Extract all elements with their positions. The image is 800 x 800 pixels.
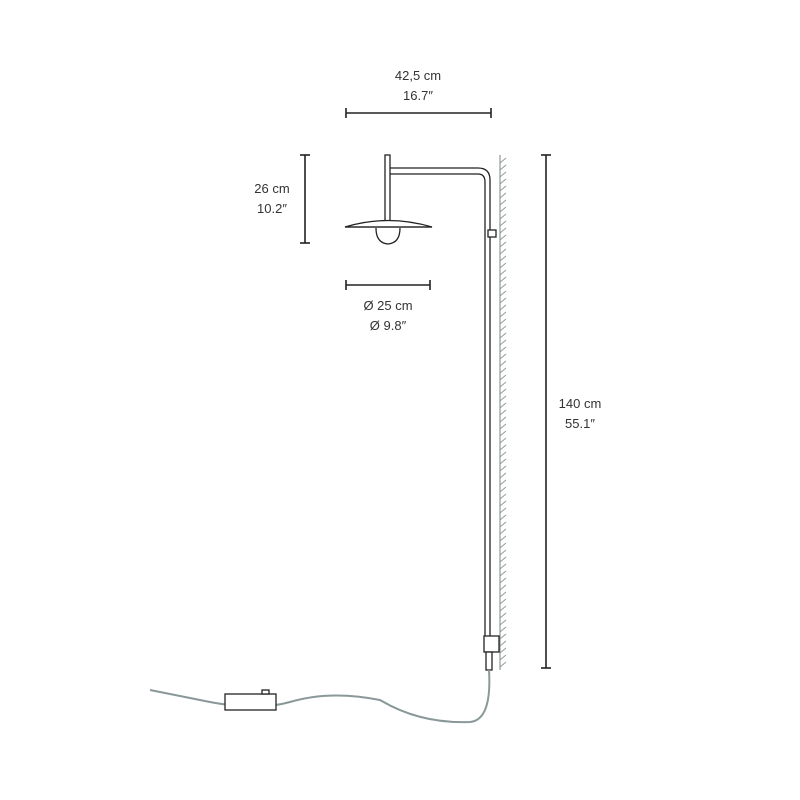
- wall-hatch-line: [499, 395, 507, 402]
- wall-hatch-line: [499, 311, 507, 318]
- wall-hatch-line: [499, 493, 507, 500]
- wall-hatch-line: [499, 269, 507, 276]
- shade-height-label: 26 cm 10.2″: [236, 179, 308, 219]
- lamp-arm: [384, 154, 497, 650]
- wall-hatch-line: [499, 213, 507, 220]
- wall-hatch-line: [499, 374, 507, 381]
- wall-hatch-line: [499, 185, 507, 192]
- wall-hatch-line: [499, 367, 507, 374]
- wall-hatch-line: [499, 661, 507, 668]
- wall-hatch-line: [499, 304, 507, 311]
- shade-height-dimension-line: [300, 154, 310, 244]
- diameter-dimension-line: [345, 280, 431, 290]
- total-height-metric: 140 cm: [558, 396, 602, 411]
- wall-hatch-line: [499, 234, 507, 241]
- wall-hatch-line: [499, 528, 507, 535]
- wall-hatch-line: [499, 444, 507, 451]
- wall-hatch-line: [499, 423, 507, 430]
- wall-hatch-line: [499, 514, 507, 521]
- wall-mount-bottom: [483, 635, 500, 671]
- wall-hatch-line: [499, 626, 507, 633]
- wall-hatch-line: [499, 591, 507, 598]
- wall-hatch-line: [499, 192, 507, 199]
- wall-hatch-line: [499, 549, 507, 556]
- diameter-imperial: Ø 9.8″: [369, 318, 407, 333]
- wall-hatch-line: [499, 437, 507, 444]
- wall-hatch-line: [499, 332, 507, 339]
- wall-hatch-line: [499, 164, 507, 171]
- wall-hatch-line: [499, 283, 507, 290]
- wall-hatch-line: [499, 346, 507, 353]
- width-dimension-line: [345, 108, 492, 118]
- wall-hatch-line: [499, 248, 507, 255]
- wall-hatch-line: [499, 598, 507, 605]
- wall-hatch-line: [499, 507, 507, 514]
- wall-hatch-line: [499, 563, 507, 570]
- total-height-label: 140 cm 55.1″: [548, 394, 612, 434]
- lamp-shade: [344, 219, 433, 245]
- wall-hatch-line: [499, 388, 507, 395]
- wall-hatch-line: [499, 612, 507, 619]
- wall-hatch-line: [499, 472, 507, 479]
- wall-hatch-line: [499, 360, 507, 367]
- wall-hatch-line: [499, 654, 507, 661]
- wall-hatch-line: [499, 556, 507, 563]
- wall-hatch-line: [499, 605, 507, 612]
- wall-hatch-line: [499, 171, 507, 178]
- wall-hatch-line: [499, 640, 507, 647]
- diameter-label: Ø 25 cm Ø 9.8″: [338, 296, 438, 336]
- wall-hatch-line: [499, 479, 507, 486]
- wall-hatch-line: [499, 318, 507, 325]
- wall-hatch-line: [499, 206, 507, 213]
- shade-height-imperial: 10.2″: [257, 201, 287, 216]
- wall-hatch-line: [499, 262, 507, 269]
- wall-hatch-line: [499, 486, 507, 493]
- wall-hatch-line: [499, 619, 507, 626]
- wall-hatch-line: [499, 647, 507, 654]
- wall-hatch-line: [499, 241, 507, 248]
- wall-hatch-line: [499, 633, 507, 640]
- total-height-dimension-line: [541, 154, 551, 669]
- wall-hatch-line: [499, 521, 507, 528]
- power-cable: [149, 669, 491, 724]
- wall-hatch-line: [499, 570, 507, 577]
- wall-hatch-line: [499, 451, 507, 458]
- wall-hatch-line: [499, 500, 507, 507]
- wall-hatch-line: [499, 297, 507, 304]
- wall-hatch-line: [499, 353, 507, 360]
- wall-hatch-line: [499, 157, 507, 164]
- shade-height-metric: 26 cm: [254, 181, 290, 196]
- wall-hatch-line: [499, 227, 507, 234]
- width-imperial: 16.7″: [403, 88, 433, 103]
- inline-switch: [224, 689, 277, 711]
- wall-hatch-line: [499, 255, 507, 262]
- wall-hatch-line: [499, 584, 507, 591]
- wall-hatch-line: [499, 535, 507, 542]
- wall-hatch-line: [499, 430, 507, 437]
- wall-hatch-line: [499, 339, 507, 346]
- wall-hatch-line: [499, 542, 507, 549]
- wall-hatch-line: [499, 416, 507, 423]
- wall-hatch-line: [499, 220, 507, 227]
- wall-hatch-line: [499, 178, 507, 185]
- wall: [499, 155, 507, 670]
- total-height-imperial: 55.1″: [565, 416, 595, 431]
- wall-hatch-line: [499, 577, 507, 584]
- wall-hatch-line: [499, 199, 507, 206]
- wall-hatch-line: [499, 325, 507, 332]
- wall-hatch-line: [499, 290, 507, 297]
- wall-hatch-line: [499, 465, 507, 472]
- wall-hatch-line: [499, 381, 507, 388]
- diameter-metric: Ø 25 cm: [363, 298, 413, 313]
- width-metric: 42,5 cm: [394, 68, 442, 83]
- width-label: 42,5 cm 16.7″: [368, 66, 468, 106]
- wall-hatch-line: [499, 409, 507, 416]
- wall-hatch-line: [499, 276, 507, 283]
- wall-hatch-line: [499, 458, 507, 465]
- wall-hatch-line: [499, 402, 507, 409]
